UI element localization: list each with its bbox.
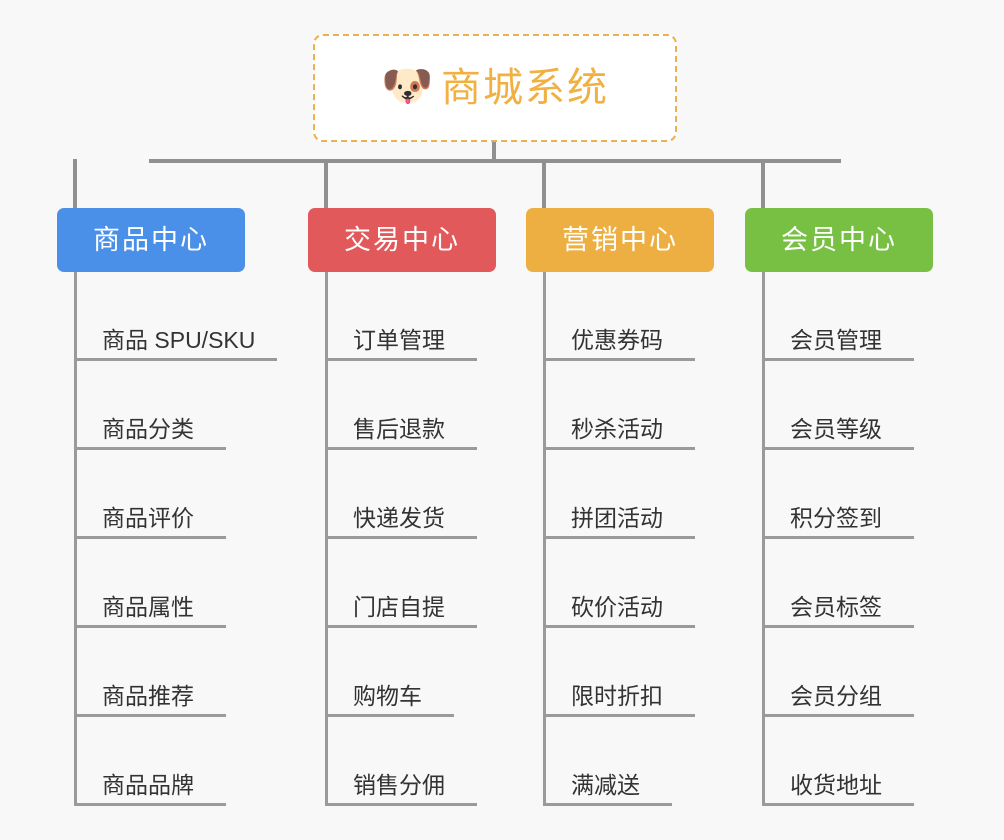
category-box-product-center[interactable]: 商品中心 [57,208,245,272]
branch-trunk-marketing-center [543,272,546,806]
category-label-marketing-center: 营销中心 [562,224,678,255]
leaf-item[interactable]: 满减送 [543,717,672,806]
leaf-item[interactable]: 会员标签 [762,539,914,628]
leaf-item-label: 会员管理 [790,327,882,353]
leaf-item-label: 商品 SPU/SKU [102,327,256,353]
leaf-item[interactable]: 商品品牌 [74,717,226,806]
leaf-item-underline [325,625,477,628]
connector-drop-trade-center [324,159,328,208]
leaf-item[interactable]: 商品推荐 [74,628,226,717]
leaf-item[interactable]: 商品分类 [74,361,226,450]
leaf-item[interactable]: 商品属性 [74,539,226,628]
leaf-item[interactable]: 商品 SPU/SKU [74,272,277,361]
branch-trunk-trade-center [325,272,328,806]
connector-horizontal-bar [149,159,841,163]
connector-drop-marketing-center [542,159,546,208]
leaf-item[interactable]: 拼团活动 [543,450,695,539]
leaf-item-underline [543,536,695,539]
root-node-title: 商城系统 [441,66,609,110]
leaf-item-underline [762,803,914,806]
connector-drop-product-center [73,159,77,208]
leaf-item-label: 限时折扣 [571,683,663,709]
leaf-item-underline [543,447,695,450]
leaf-item[interactable]: 会员等级 [762,361,914,450]
leaf-item-label: 商品品牌 [102,772,194,798]
leaf-item-underline [74,625,226,628]
leaf-item-label: 订单管理 [353,327,445,353]
category-label-member-center: 会员中心 [781,224,897,255]
leaf-item[interactable]: 售后退款 [325,361,477,450]
leaf-item-label: 商品推荐 [102,683,194,709]
shiba-dog-face-icon: 🐶 [381,62,434,109]
leaf-item-underline [762,625,914,628]
leaf-item-label: 拼团活动 [571,505,663,531]
connector-drop-member-center [761,159,765,208]
leaf-item-underline [762,714,914,717]
leaf-item-label: 商品属性 [102,594,194,620]
leaf-item-underline [543,358,695,361]
leaf-item[interactable]: 购物车 [325,628,454,717]
leaf-item[interactable]: 快递发货 [325,450,477,539]
leaf-item[interactable]: 销售分佣 [325,717,477,806]
leaf-item-underline [543,625,695,628]
leaf-item-label: 快递发货 [353,505,445,531]
leaf-item-label: 秒杀活动 [571,416,663,442]
leaf-item-underline [325,714,454,717]
branch-trunk-product-center [74,272,77,806]
category-label-trade-center: 交易中心 [344,224,460,255]
leaf-item-label: 门店自提 [353,594,445,620]
category-box-member-center[interactable]: 会员中心 [745,208,933,272]
category-box-marketing-center[interactable]: 营销中心 [526,208,714,272]
leaf-item[interactable]: 优惠券码 [543,272,695,361]
leaf-item-label: 收货地址 [790,772,882,798]
leaf-item-label: 砍价活动 [571,594,663,620]
leaf-item[interactable]: 会员管理 [762,272,914,361]
leaf-item-underline [325,803,477,806]
leaf-item-label: 购物车 [353,683,422,709]
leaf-item-underline [762,536,914,539]
leaf-item-label: 满减送 [571,772,640,798]
leaf-item[interactable]: 商品评价 [74,450,226,539]
leaf-item-label: 会员标签 [790,594,882,620]
leaf-item-underline [543,714,695,717]
leaf-item[interactable]: 收货地址 [762,717,914,806]
leaf-item-underline [74,803,226,806]
leaf-item-underline [762,358,914,361]
leaf-item-underline [543,803,672,806]
leaf-item-label: 售后退款 [353,416,445,442]
leaf-item-label: 销售分佣 [353,772,445,798]
leaf-item-label: 商品评价 [102,505,194,531]
branch-trunk-member-center [762,272,765,806]
leaf-item-underline [762,447,914,450]
leaf-item-label: 会员等级 [790,416,882,442]
category-label-product-center: 商品中心 [93,224,209,255]
leaf-item-label: 积分签到 [790,505,882,531]
leaf-item-underline [74,358,277,361]
leaf-item-label: 商品分类 [102,416,194,442]
leaf-item-underline [74,714,226,717]
leaf-item[interactable]: 会员分组 [762,628,914,717]
leaf-item-underline [74,536,226,539]
connector-root-stem [492,142,496,163]
leaf-item-underline [325,536,477,539]
leaf-item-underline [325,447,477,450]
leaf-item-label: 会员分组 [790,683,882,709]
leaf-item[interactable]: 砍价活动 [543,539,695,628]
leaf-item[interactable]: 门店自提 [325,539,477,628]
leaf-item[interactable]: 限时折扣 [543,628,695,717]
category-box-trade-center[interactable]: 交易中心 [308,208,496,272]
root-node-shop-system[interactable]: 🐶 商城系统 [313,34,677,142]
leaf-item[interactable]: 积分签到 [762,450,914,539]
leaf-item[interactable]: 秒杀活动 [543,361,695,450]
leaf-item-label: 优惠券码 [571,327,663,353]
leaf-item-underline [74,447,226,450]
leaf-item-underline [325,358,477,361]
leaf-item[interactable]: 订单管理 [325,272,477,361]
